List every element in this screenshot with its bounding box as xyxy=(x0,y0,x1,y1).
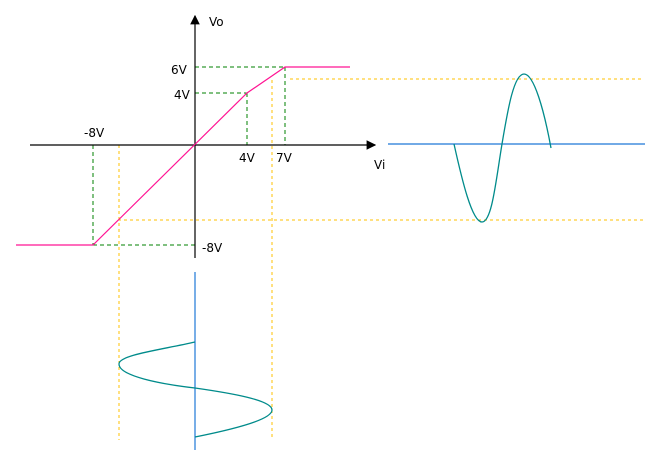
output-waveform xyxy=(453,73,552,223)
transfer-curve xyxy=(16,66,350,246)
tick-label-vo-neg8v: -8V xyxy=(202,241,223,255)
projection-lines xyxy=(118,78,643,440)
tick-label-vo-4v: 4V xyxy=(174,88,191,102)
tick-label-vi-neg8v: -8V xyxy=(84,126,105,140)
vo-axis-label: Vo xyxy=(209,15,224,29)
tick-label-vo-6v: 6V xyxy=(171,63,188,77)
input-waveform xyxy=(118,341,273,438)
tick-label-vi-7v: 7V xyxy=(276,151,293,165)
guide-lines xyxy=(92,66,286,246)
tick-label-vi-4v: 4V xyxy=(239,151,256,165)
vi-axis-label: Vi xyxy=(374,158,385,172)
